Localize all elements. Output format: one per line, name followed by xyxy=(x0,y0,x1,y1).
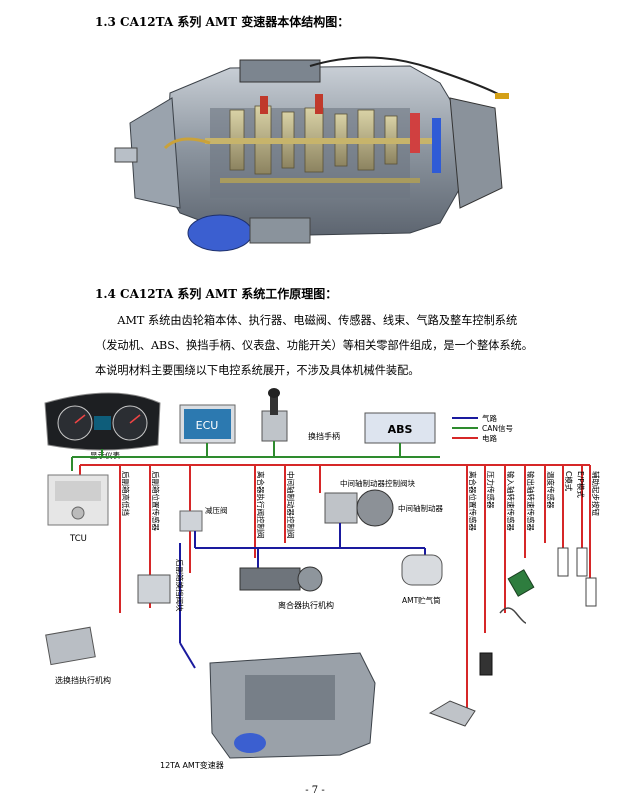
can-bus-lines xyxy=(71,441,440,471)
label-temp-sensor: 温度传感器 xyxy=(546,471,556,509)
pressure-reducing-valve-image xyxy=(179,510,203,532)
label-brake-valve: 中间轴制动器控制阀 xyxy=(286,471,296,539)
label-rear-range-sensor: 后副箱高低挡 xyxy=(121,471,131,516)
label-clutch-valve: 离合器执行阀控制阀 xyxy=(256,471,266,539)
label-pressure-sensor: 压力传感器 xyxy=(486,471,496,509)
mode-switches xyxy=(557,547,597,607)
sensor-images xyxy=(428,569,535,727)
label-transmission: 12TA AMT变速器 xyxy=(160,760,224,770)
label-rear-position-sensor: 后副箱位置传感器 xyxy=(151,471,161,531)
label-input-speed-sensor: 输入轴转速传感器 xyxy=(506,471,516,531)
label-clutch-pos-sensor: 离合器位置传感器 xyxy=(468,471,478,531)
label-c-switch: C模式 xyxy=(564,471,574,492)
transmission-structure-image xyxy=(114,56,509,252)
abs-box xyxy=(364,412,436,444)
label-tcu: TCU xyxy=(69,534,87,544)
label-output-speed-sensor: 输出轴转速传感器 xyxy=(526,471,536,531)
amt-system-diagram: 显示仪表 ECU 换挡手柄 ABS 气路 CAN信号 电路 xyxy=(44,388,601,770)
label-air-tank: AMT贮气筒 xyxy=(402,595,441,605)
ecu-image xyxy=(179,404,236,444)
label-shift-actuator: 选换挡执行机构 xyxy=(55,675,111,685)
legend-can: CAN信号 xyxy=(482,423,513,433)
section-heading-1-4: 1.4 CA12TA 系列 AMT 系统工作原理图： xyxy=(95,287,338,301)
dashboard-image xyxy=(44,392,161,451)
label-ep-switch: E/P模式 xyxy=(576,471,586,498)
legend-elec: 电路 xyxy=(482,433,497,443)
label-ecu: ECU xyxy=(196,419,219,432)
label-brake-valve-block: 中间轴制动器控制阀块 xyxy=(340,478,415,488)
rear-range-solenoid-image xyxy=(137,574,171,604)
clutch-actuator-image xyxy=(239,566,323,592)
shift-handle-image xyxy=(261,388,288,442)
label-dashboard: 显示仪表 xyxy=(90,450,120,460)
label-rear-solenoid: 后副箱换挡阀块 xyxy=(175,559,185,612)
label-aux-switch: 辅助起步按钮 xyxy=(591,471,601,516)
label-brake-actuator: 中间轴制动器 xyxy=(398,503,443,513)
label-abs: ABS xyxy=(388,423,413,436)
label-clutch-actuator: 离合器执行机构 xyxy=(278,600,334,610)
electrical-lines xyxy=(79,464,591,713)
air-lines xyxy=(179,523,426,669)
air-tank-image xyxy=(401,554,443,586)
transmission-image xyxy=(209,652,376,759)
system-description-paragraph: AMT 系统由齿轮箱本体、执行器、电磁阀、传感器、线束、气路及整车控制系统（发动… xyxy=(95,314,533,377)
section-heading-1-3: 1.3 CA12TA 系列 AMT 变速器本体结构图： xyxy=(95,15,350,29)
label-pressure-valve: 减压阀 xyxy=(205,505,228,515)
legend xyxy=(452,417,478,439)
shift-actuator-image xyxy=(45,626,96,666)
brake-valve-block-image xyxy=(324,489,394,527)
tcu-image xyxy=(47,474,109,526)
label-shift-handle: 换挡手柄 xyxy=(308,431,340,441)
legend-air: 气路 xyxy=(482,413,497,423)
page-number: - 7 - xyxy=(305,785,325,796)
